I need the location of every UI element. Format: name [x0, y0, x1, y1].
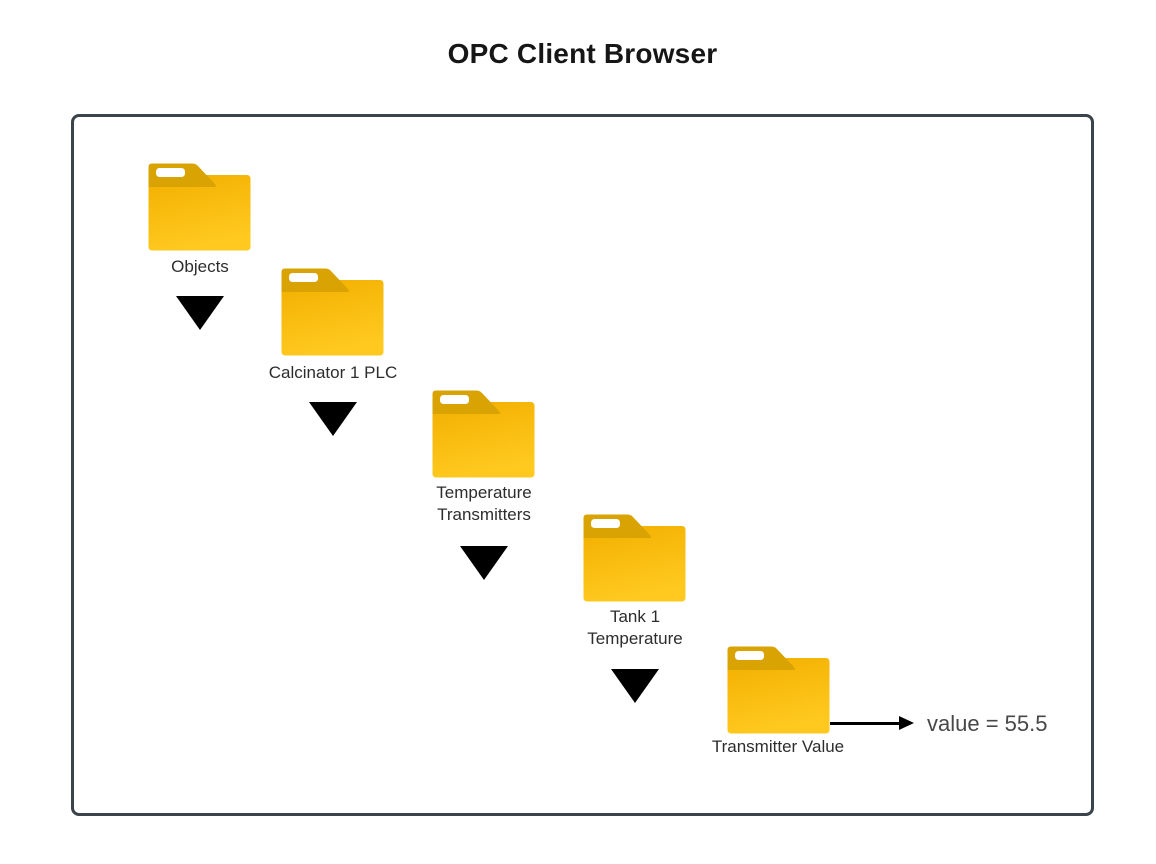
folder-icon — [432, 390, 535, 478]
expand-triangle-icon — [460, 546, 508, 580]
value-arrow-head-icon — [899, 716, 914, 730]
value-arrow-line — [830, 722, 900, 725]
expand-triangle-icon — [176, 296, 224, 330]
node-label-transmitter-value: Transmitter Value — [711, 737, 845, 756]
node-label-objects: Objects — [171, 257, 229, 276]
folder-icon — [281, 268, 384, 356]
node-label-tank-1-temperature: Tank 1 Temperature — [587, 607, 683, 648]
folder-icon — [583, 514, 686, 602]
node-label-calcinator-1-plc: Calcinator 1 PLC — [268, 363, 398, 382]
diagram-title: OPC Client Browser — [447, 38, 718, 69]
node-label-temperature-transmitters: Temperature Transmitters — [436, 483, 532, 524]
value-annotation: value = 55.5 — [927, 711, 1048, 736]
folder-icon — [148, 163, 251, 251]
diagram-frame — [71, 114, 1094, 816]
expand-triangle-icon — [611, 669, 659, 703]
folder-icon — [727, 646, 830, 734]
expand-triangle-icon — [309, 402, 357, 436]
